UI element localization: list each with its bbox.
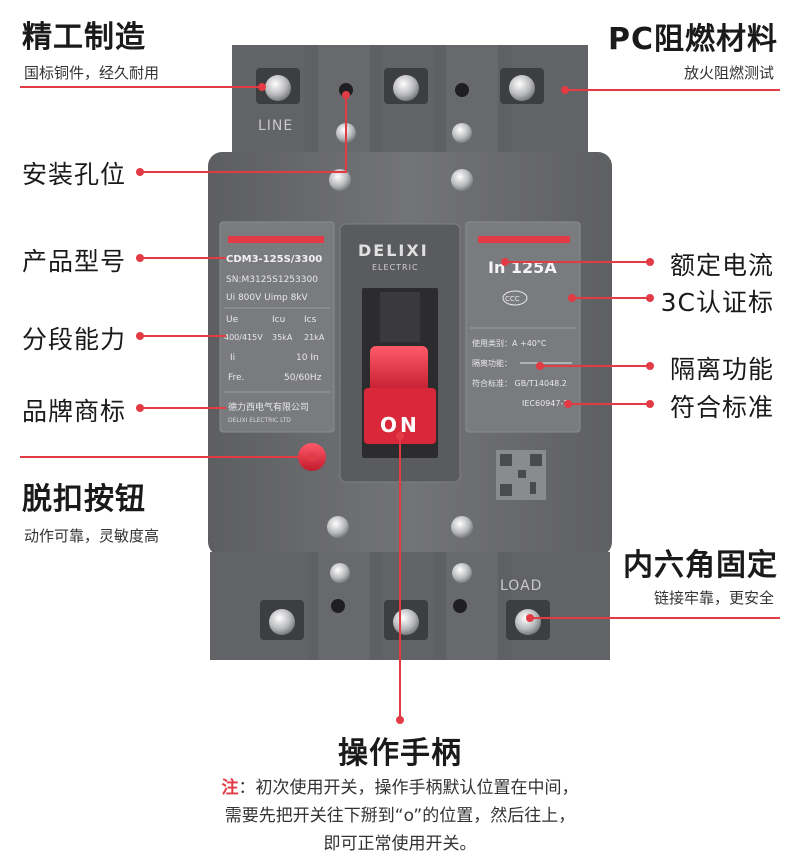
- svg-text:ELECTRIC: ELECTRIC: [372, 263, 419, 272]
- callout-brand-title: 品牌商标: [22, 397, 127, 426]
- load-label: LOAD: [500, 578, 542, 594]
- svg-text:IEC60947-2: IEC60947-2: [522, 399, 568, 408]
- svg-text:隔离功能：: 隔离功能：: [472, 358, 512, 368]
- svg-text:35kA: 35kA: [272, 333, 293, 342]
- svg-text:Ui 800V Uimp 8kV: Ui 800V Uimp 8kV: [226, 293, 309, 303]
- terminal-screw-icon: [269, 609, 295, 635]
- svg-text:使用类别：A +40°C: 使用类别：A +40°C: [472, 338, 547, 348]
- hex-screw-icon: [330, 563, 350, 583]
- svg-text:Icu: Icu: [272, 315, 285, 325]
- note-label: 注: [221, 778, 239, 798]
- ccc-mark-icon: [502, 290, 528, 306]
- usage-note: 注：初次使用开关，操作手柄默认位置在中间， 需要先把开关往下掰到“o”的位置，然…: [0, 774, 800, 858]
- callout-release-sub: 动作可靠，灵敏度高: [24, 527, 160, 545]
- callout-model-title: 产品型号: [22, 247, 127, 276]
- svg-text:DELIXI ELECTRIC LTD: DELIXI ELECTRIC LTD: [228, 417, 291, 424]
- callout-handle-title: 操作手柄: [338, 736, 462, 771]
- callout-pc-title: PC阻燃材料: [607, 22, 778, 57]
- terminal-screw-icon: [393, 75, 419, 101]
- callout-dots: [136, 83, 654, 724]
- hex-screw-icon: [452, 123, 472, 143]
- brand-logo: DELIXI: [358, 241, 429, 260]
- svg-text:21kA: 21kA: [304, 333, 325, 342]
- svg-text:SN:M3125S1253300: SN:M3125S1253300: [226, 275, 318, 285]
- callout-rated-title: 额定电流: [669, 251, 774, 280]
- operating-handle[interactable]: ON: [364, 346, 436, 444]
- callout-hex-title: 内六角固定: [623, 548, 778, 583]
- note-line-3: 即可正常使用开关。: [323, 834, 477, 854]
- bottom-terminal-block: LOAD: [210, 552, 610, 660]
- callout-lines: [20, 86, 780, 720]
- svg-text:德力西电气有限公司: 德力西电气有限公司: [228, 401, 309, 413]
- callout-copper-title: 精工制造: [22, 20, 146, 55]
- terminal-screw-icon: [393, 609, 419, 635]
- svg-text:Fre.: Fre.: [228, 373, 244, 383]
- svg-text:CCC: CCC: [505, 295, 520, 303]
- svg-text:400/415V: 400/415V: [224, 333, 263, 342]
- line-label: LINE: [258, 118, 293, 134]
- svg-text:50/60Hz: 50/60Hz: [284, 373, 322, 383]
- callout-breaking-title: 分段能力: [22, 325, 127, 354]
- callout-release-title: 脱扣按钮: [22, 482, 146, 517]
- note-line-2: 需要先把开关往下掰到“o”的位置，然后往上，: [224, 806, 576, 826]
- svg-text:In 125A: In 125A: [488, 258, 557, 277]
- callout-cert-title: 3C认证标: [660, 288, 774, 317]
- hex-screw-icon: [329, 169, 351, 191]
- svg-text:符合标准： GB/T14048.2: 符合标准： GB/T14048.2: [472, 378, 567, 388]
- terminal-screw-icon: [509, 75, 535, 101]
- qr-code: [496, 450, 546, 500]
- callout-isolation-title: 隔离功能: [669, 355, 774, 384]
- svg-text:Ii: Ii: [230, 353, 235, 363]
- svg-text:Ue: Ue: [226, 315, 239, 325]
- terminal-screw-icon: [265, 75, 291, 101]
- terminal-screw-icon: [515, 609, 541, 635]
- callout-hole-title: 安装孔位: [22, 160, 127, 189]
- top-terminal-block: LINE: [232, 45, 588, 155]
- callout-hex-sub: 链接牢靠，更安全: [653, 589, 774, 607]
- callout-standard-title: 符合标准: [669, 393, 774, 422]
- note-line-1: ：初次使用开关，操作手柄默认位置在中间，: [238, 778, 579, 798]
- svg-text:CDM3-125S/3300: CDM3-125S/3300: [226, 254, 322, 265]
- left-info-plate: CDM3-125S/3300 SN:M3125S1253300 Ui 800V …: [219, 221, 335, 433]
- svg-text:10 In: 10 In: [296, 353, 319, 363]
- hex-screw-icon: [451, 516, 473, 538]
- hex-screw-icon: [452, 563, 472, 583]
- callout-copper-sub: 国标铜件，经久耐用: [24, 64, 160, 82]
- callout-pc-sub: 放火阻燃测试: [683, 64, 774, 82]
- hex-screw-icon: [327, 516, 349, 538]
- svg-text:Ics: Ics: [304, 315, 317, 325]
- hex-screw-icon: [451, 169, 473, 191]
- right-info-plate: In 125A CCC 使用类别：A +40°C 隔离功能： 符合标准： GB/…: [465, 221, 581, 433]
